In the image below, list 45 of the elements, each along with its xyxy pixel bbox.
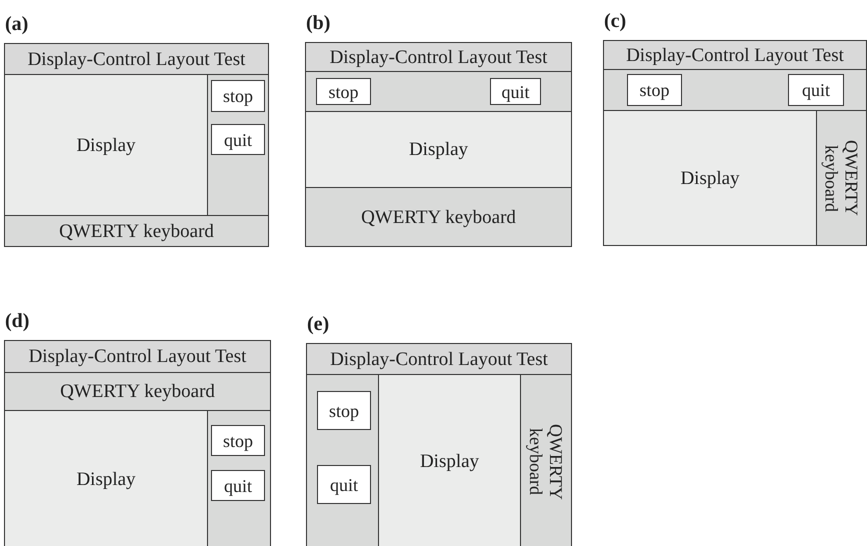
display-label: Display	[680, 168, 740, 188]
button-label: quit	[802, 81, 830, 99]
panel-label: (c)	[604, 11, 626, 31]
button-label: quit	[224, 476, 252, 494]
button-label: stop	[222, 87, 253, 105]
quit-button	[490, 78, 541, 105]
display-label: Display	[408, 140, 468, 159]
panel-label: (e)	[307, 314, 330, 334]
button-label: quit	[501, 82, 530, 100]
panel-label: (d)	[5, 311, 30, 331]
display-area	[305, 111, 572, 188]
button-label: stop	[639, 81, 670, 99]
keyboard-label: QWERTY keyboard	[60, 382, 215, 401]
window-title: Display-Control Layout Test	[28, 347, 246, 366]
panel-label: (b)	[306, 13, 330, 33]
stop-button	[317, 391, 371, 430]
display-area	[4, 410, 208, 546]
button-label: stop	[328, 402, 359, 420]
display-area	[4, 74, 208, 216]
keyboard-label: QWERTY keyboard	[59, 222, 214, 240]
window-title: Display-Control Layout Test	[330, 350, 548, 368]
stop-button	[316, 78, 371, 105]
button-label: stop	[222, 432, 253, 450]
quit-button	[788, 74, 844, 106]
stop-button	[211, 80, 265, 112]
display-label: Display	[420, 452, 480, 471]
panel-label: (a)	[5, 14, 28, 34]
quit-button	[317, 465, 371, 504]
quit-button	[211, 470, 265, 501]
button-label: quit	[224, 130, 252, 148]
keyboard-label: QWERTY keyboard	[526, 422, 566, 502]
window-title: Display-Control Layout Test	[330, 48, 548, 66]
stop-button	[211, 425, 265, 456]
quit-button	[211, 124, 265, 155]
keyboard-label: QWERTY keyboard	[822, 139, 862, 218]
button-label: stop	[328, 82, 358, 100]
window-title: Display-Control Layout Test	[626, 46, 844, 64]
display-label: Display	[76, 470, 136, 489]
display-area	[378, 374, 521, 546]
keyboard-label: QWERTY keyboard	[361, 208, 516, 226]
display-label: Display	[76, 136, 136, 154]
display-area	[603, 110, 817, 246]
button-label: quit	[330, 476, 358, 494]
stop-button	[627, 74, 682, 106]
window-title: Display-Control Layout Test	[28, 50, 246, 68]
